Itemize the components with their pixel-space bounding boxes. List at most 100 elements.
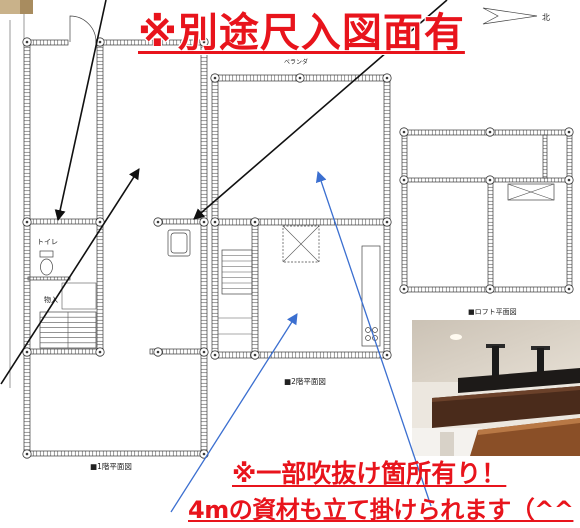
toilet-fixture [39,250,54,276]
loft-walls [399,127,574,294]
column-core [385,220,389,224]
black-arrow-to-sink [193,0,448,220]
column-core [202,40,206,44]
wall [383,74,391,359]
wooden-counter [470,418,580,456]
wall [23,348,104,355]
first-floor-walls [22,37,209,459]
sink-counter [167,229,191,257]
column-core [253,220,257,224]
headline: ※別途尺入図面有 [138,10,465,56]
column-core [98,350,102,354]
toilet-label: トイレ [37,238,58,246]
column-core [488,130,492,134]
kitchen-counter [361,245,381,347]
wooden-beam-highlight [432,386,580,402]
column-core [25,452,29,456]
interior-photo [412,320,580,456]
column-core [156,220,160,224]
wall [27,276,71,281]
wall [401,129,408,293]
blue-arrow-to-upper-room [315,170,432,507]
compass: 北 [482,7,550,25]
second-floor-plan-title: ■2階平面図 [284,376,326,386]
metal-hanger [537,348,544,378]
steel-beam [458,368,580,393]
toilet-bowl [40,258,53,276]
column-core [567,287,571,291]
void-outline [282,225,320,263]
photo-fragment-right [20,0,33,14]
wall [23,39,31,457]
wall [96,44,104,220]
column-core [488,287,492,291]
photo-fragment [0,0,33,14]
storage-shelf [61,282,97,310]
column-core [385,76,389,80]
column-core [488,178,492,182]
first-floor-plan-title: ■1階平面図 [90,461,132,471]
wall [251,224,259,353]
wall [211,74,219,359]
kitchen-sink [167,229,191,257]
wall [211,351,391,359]
column-core [25,40,29,44]
metal-hanger [492,346,499,378]
column-core [567,178,571,182]
storage-label: 物入 [44,295,58,304]
doorway [440,432,454,456]
counter-outline [361,245,381,347]
balcony-label: ベランダ [284,58,308,66]
void-opening [282,225,320,263]
wall [23,218,104,225]
column-core [253,353,257,357]
column-core [213,220,217,224]
north-label: 北 [542,13,550,22]
column-core [402,178,406,182]
black-arrow-to-toilet [54,0,107,222]
loft-plan: ■ロフト平面図 [399,127,574,316]
column-core [213,353,217,357]
wall [200,39,208,457]
column-core [402,287,406,291]
stove-burner [372,327,378,333]
black-arrow-to-first-floor-room [0,168,140,385]
sink-basin [170,232,188,254]
column-core [156,350,160,354]
wall [211,218,391,226]
toilet-tank [39,250,54,258]
column-core [202,350,206,354]
wall [23,450,208,457]
column-core [213,76,217,80]
column-core [25,220,29,224]
second-floor-plan: ベランダ ■2階平面図 [210,58,392,386]
column-core [202,452,206,456]
north-arrow-icon [482,7,538,25]
ceiling-light [450,334,462,340]
column-core [202,220,206,224]
loft-opening-cross-line [507,183,555,201]
wall [566,129,573,293]
first-floor-plan: トイレ 物入 ■1階平面図 [22,15,209,471]
column-core [298,76,302,80]
materials-note: 4mの資材も立て掛けられます（^^ [188,496,574,524]
wall [96,223,104,353]
column-core [98,220,102,224]
loft-opening-outline [507,183,555,201]
second-floor-walls [210,73,392,360]
void-cross-line [282,225,320,263]
void-note: ※一部吹抜け箇所有り！ [232,459,507,488]
column-core [25,350,29,354]
wall [542,134,548,179]
stove-burner [365,327,371,333]
loft-opening [507,183,555,201]
column-core [385,353,389,357]
column-core [402,130,406,134]
column-core [567,130,571,134]
entrance-door-swing [69,15,97,43]
column-core [98,40,102,44]
counter-edge [478,418,580,435]
stove-burner [365,335,371,341]
